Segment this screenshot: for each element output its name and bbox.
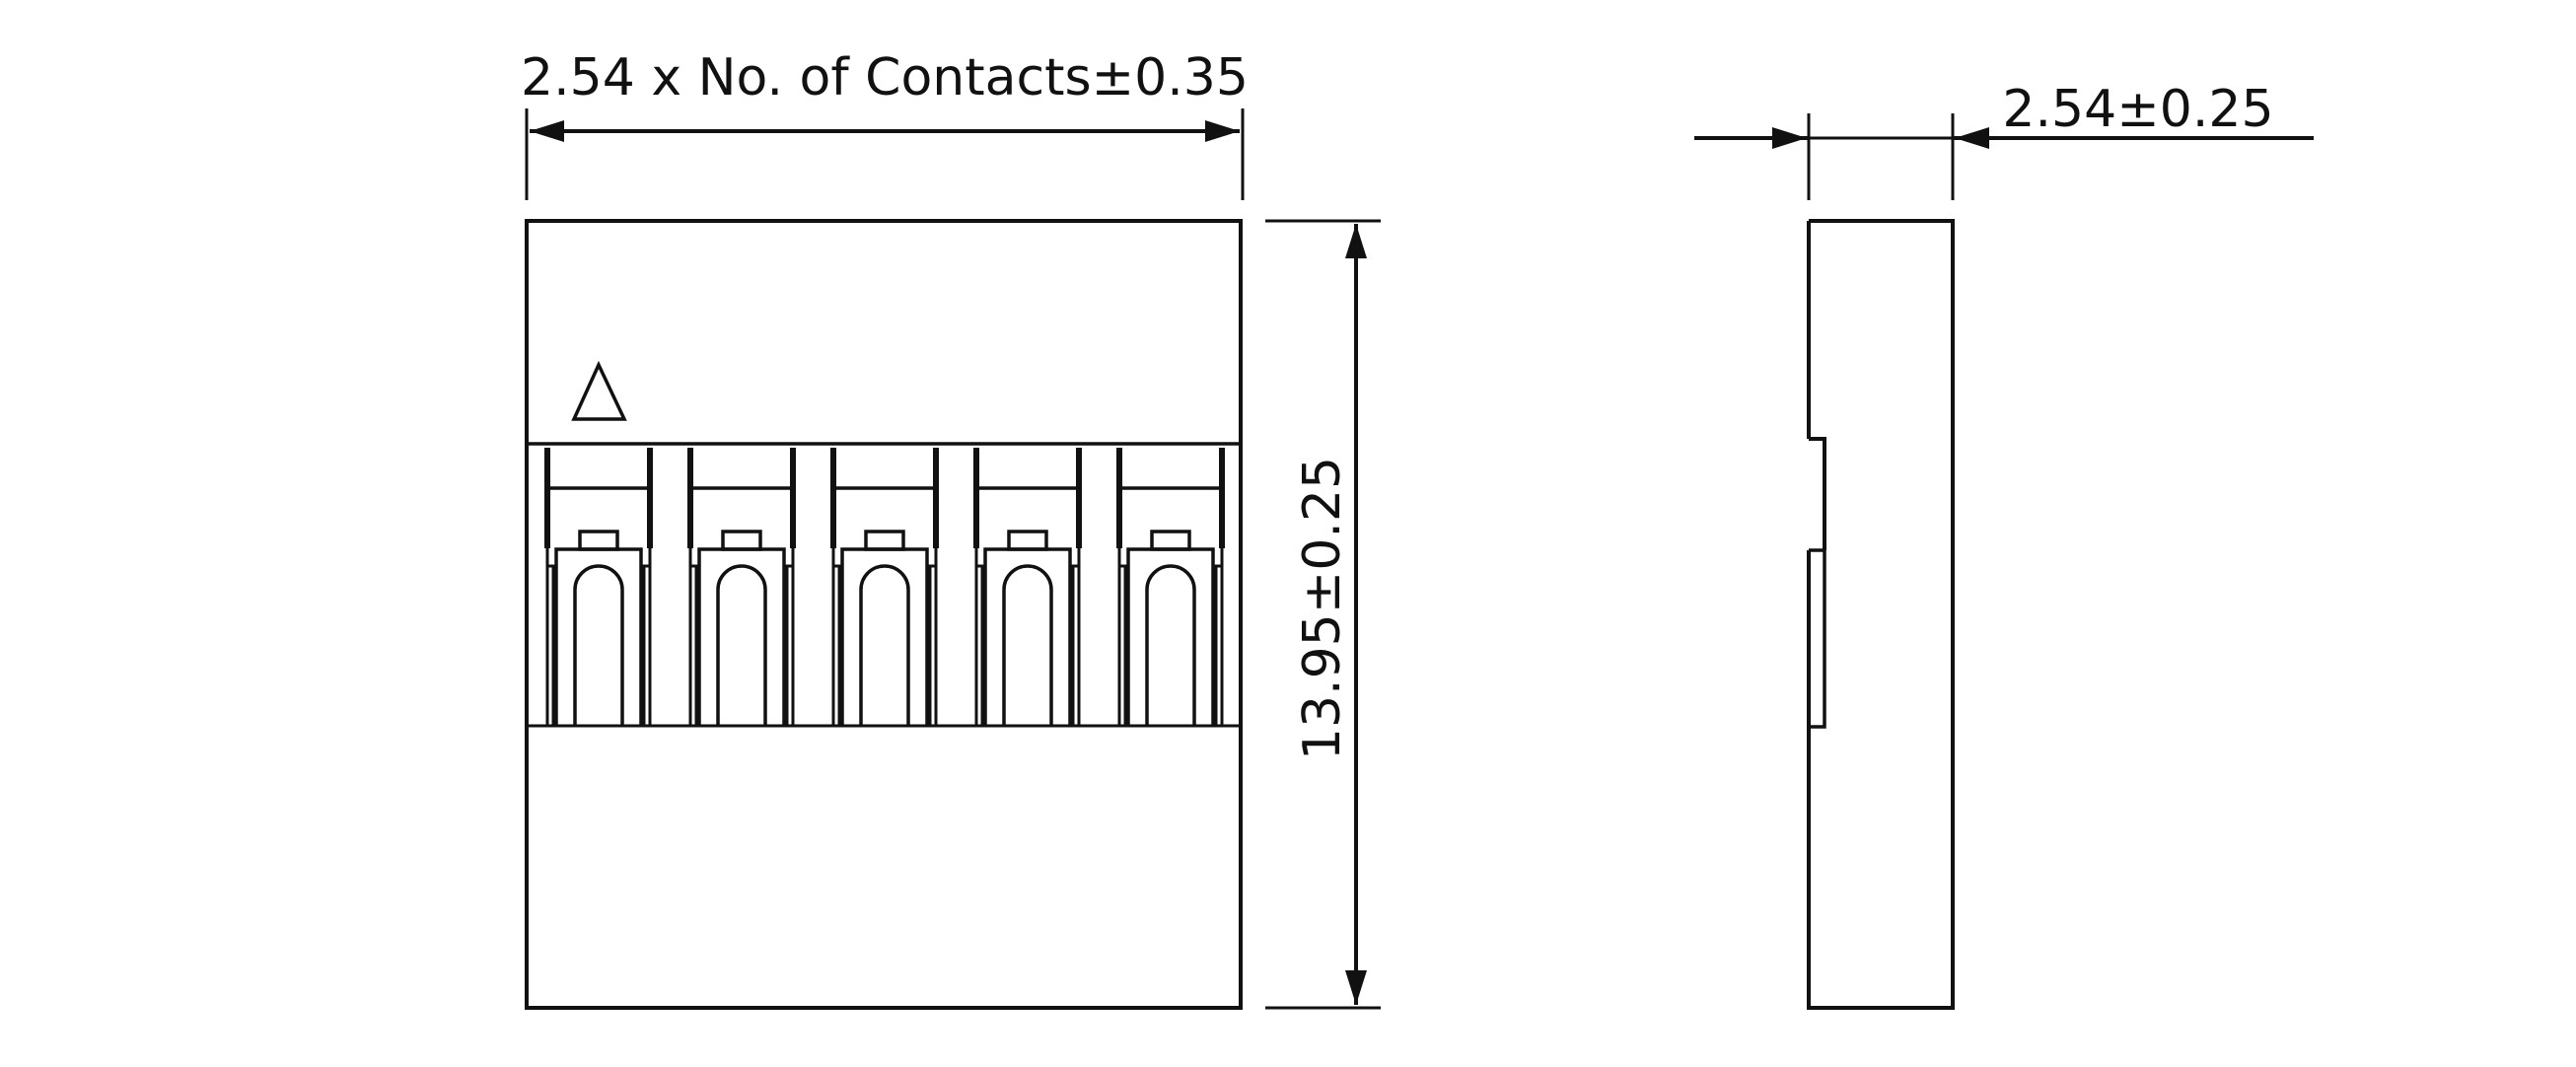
- terminal-tab: [1150, 530, 1191, 551]
- cavity-slot: [974, 548, 1081, 726]
- arrowhead-up-icon: [1345, 224, 1367, 258]
- contact-cavity: [973, 448, 1082, 726]
- thickness-dimension-label: 2.54±0.25: [2002, 80, 2273, 139]
- contact-cavity: [830, 448, 939, 726]
- cavity-slot: [545, 548, 652, 726]
- arrowhead-down-icon: [1345, 970, 1367, 1005]
- terminal-tab: [578, 530, 619, 551]
- side-view: [1807, 219, 1955, 1010]
- contact-opening: [716, 564, 767, 726]
- contact-opening: [859, 564, 910, 726]
- terminal-body: [697, 547, 786, 726]
- housing-outline: [525, 219, 1243, 1010]
- terminal-body: [840, 547, 929, 726]
- pin1-triangle-icon: [571, 360, 627, 421]
- arrowhead-left-icon: [530, 120, 564, 142]
- width-dimension: 2.54 x No. of Contacts±0.35: [521, 48, 1249, 200]
- arrowhead-left-icon: [1955, 127, 1989, 149]
- terminal-body: [1126, 547, 1215, 726]
- terminal-body: [554, 547, 643, 726]
- terminal-body: [983, 547, 1072, 726]
- contact-opening: [1002, 564, 1053, 726]
- thickness-dimension: 2.54±0.25: [1694, 80, 2314, 200]
- contact-cavity: [687, 448, 796, 726]
- arrowhead-right-icon: [1772, 127, 1807, 149]
- width-dimension-label: 2.54 x No. of Contacts±0.35: [521, 48, 1249, 107]
- terminal-tab: [1007, 530, 1048, 551]
- terminal-tab: [864, 530, 905, 551]
- cavity-slot: [831, 548, 938, 726]
- front-view: [525, 219, 1243, 1010]
- height-dimension-label: 13.95±0.25: [1293, 457, 1352, 760]
- contact-cavity: [544, 448, 653, 726]
- side-view-latch-rect: [1809, 548, 1826, 729]
- height-dimension: 13.95±0.25: [1265, 219, 1381, 1010]
- cavity-slot: [1117, 548, 1224, 726]
- contact-opening: [573, 564, 624, 726]
- contact-cavity: [1116, 448, 1225, 726]
- terminal-tab: [721, 530, 762, 551]
- side-view-outline: [1807, 219, 1955, 1010]
- contact-opening: [1145, 564, 1196, 726]
- contact-cavities: [544, 448, 1225, 726]
- cavity-slot: [688, 548, 795, 726]
- arrowhead-right-icon: [1205, 120, 1240, 142]
